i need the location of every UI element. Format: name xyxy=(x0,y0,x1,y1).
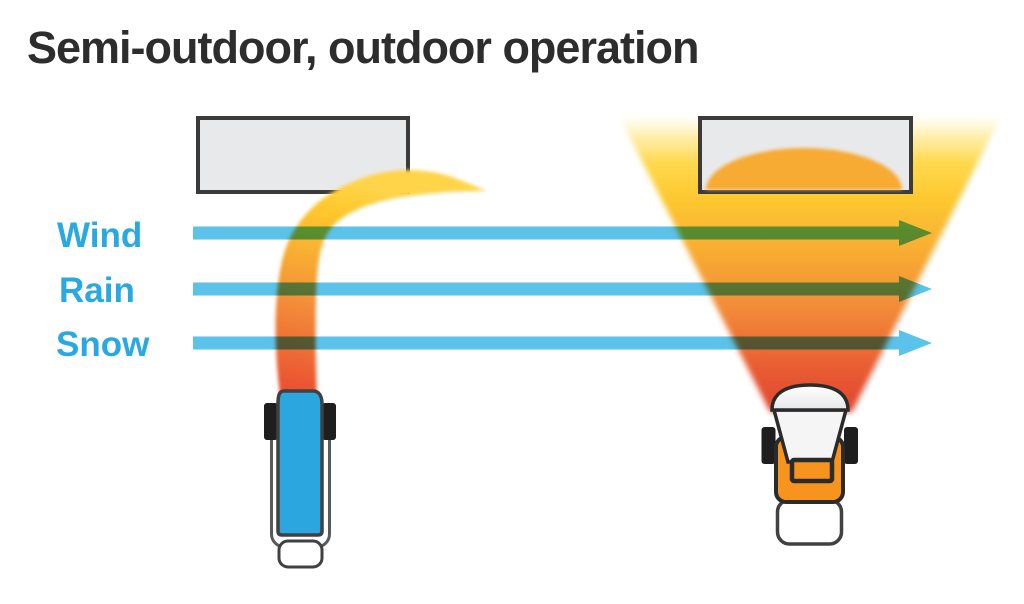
label-rain: Rain xyxy=(59,271,135,310)
wind-arrow-shaft xyxy=(193,226,900,240)
snow-arrow xyxy=(193,330,932,356)
weather-arrows xyxy=(193,220,932,356)
dome-lens xyxy=(770,383,850,412)
left-projector xyxy=(264,389,336,569)
right-projector xyxy=(761,383,858,546)
wind-arrow xyxy=(193,220,932,246)
left-projector-body xyxy=(276,389,324,537)
rain-arrow-head-icon xyxy=(899,276,932,302)
label-snow: Snow xyxy=(56,325,150,364)
left-projector-rear xyxy=(277,539,324,569)
right-lens-port xyxy=(789,457,835,484)
right-lens-housing xyxy=(771,408,849,464)
snow-arrow-head-icon xyxy=(899,330,932,356)
wind-arrow-head-icon xyxy=(899,220,932,246)
projected-light-arc xyxy=(706,148,902,190)
right-side-handle-left xyxy=(761,427,776,464)
right-projector-rear xyxy=(775,498,844,546)
snow-arrow-shaft xyxy=(193,336,900,350)
left-side-handle-left xyxy=(264,403,278,440)
rain-arrow xyxy=(193,276,932,302)
page-title: Semi-outdoor, outdoor operation xyxy=(27,22,698,73)
right-side-handle-right xyxy=(844,427,858,464)
left-side-handle-right xyxy=(322,403,336,440)
label-wind: Wind xyxy=(57,216,142,255)
rain-arrow-shaft xyxy=(193,282,900,296)
